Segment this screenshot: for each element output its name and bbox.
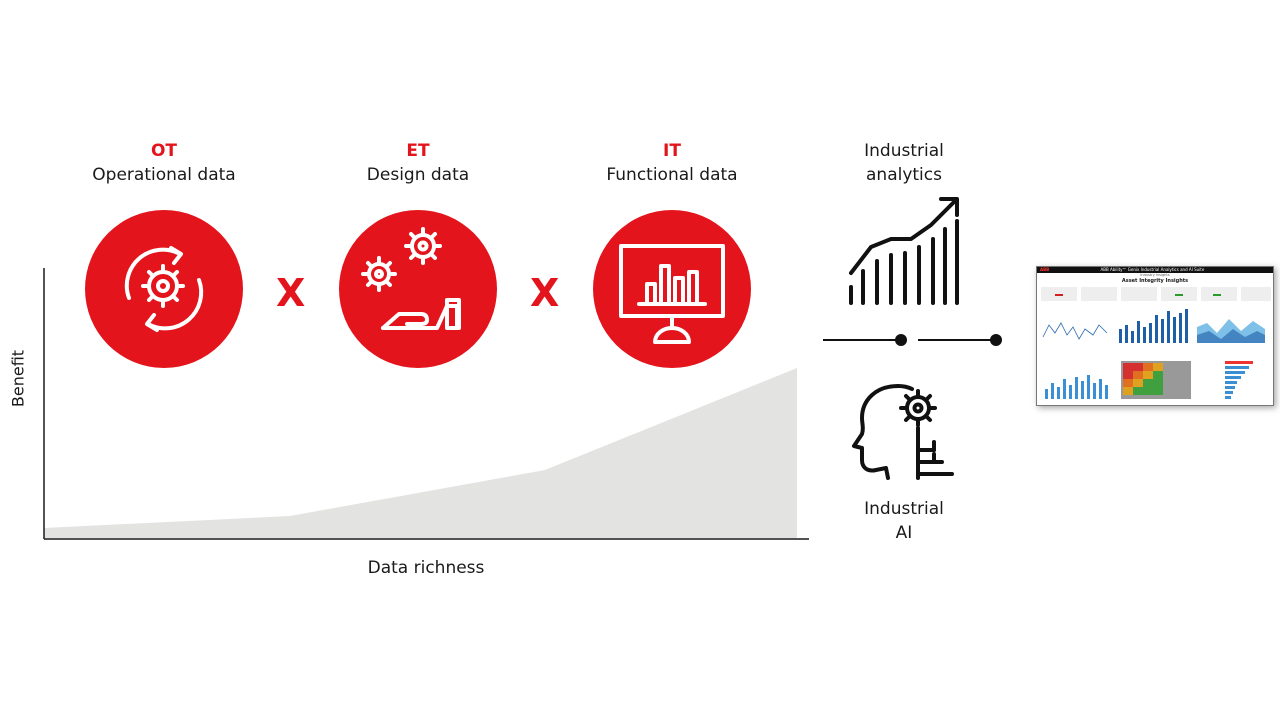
- it-label-group: IT Functional data: [562, 139, 782, 187]
- ai-label: Industrial AI: [828, 497, 980, 545]
- gear-cycle-icon: [124, 246, 204, 332]
- monitor-chart-icon: [619, 244, 725, 344]
- ai-label-line2: AI: [895, 523, 913, 543]
- dashboard-thumbnail: ABB ABB Ability™ Genix Industrial Analyt…: [1036, 266, 1274, 406]
- ot-tag: OT: [150, 141, 178, 161]
- dashboard-title: Asset Integrity Insights: [1121, 278, 1189, 284]
- y-axis-label: Benefit: [8, 349, 28, 408]
- x-axis-label: Data richness: [367, 558, 485, 578]
- ot-label-group: OT Operational data: [54, 139, 274, 187]
- et-tag: ET: [406, 141, 430, 161]
- ot-label: Operational data: [92, 165, 236, 185]
- rising-bar-chart-icon: [849, 197, 959, 305]
- connector-line: [823, 334, 1002, 346]
- et-label-group: ET Design data: [308, 139, 528, 187]
- dashboard-brand: ABB: [1040, 267, 1050, 272]
- it-circle: [593, 210, 751, 368]
- ai-label-line1: Industrial: [864, 499, 944, 519]
- analytics-label-line1: Industrial: [864, 141, 944, 161]
- multiply-sign-2: X: [530, 271, 560, 315]
- it-label: Functional data: [606, 165, 738, 185]
- analytics-label-line2: analytics: [866, 165, 942, 185]
- dashboard-suite: ABB Ability™ Genix Industrial Analytics …: [1100, 267, 1205, 272]
- dashboard-panels: [1041, 287, 1271, 399]
- et-circle: [339, 210, 497, 368]
- benefit-area: [44, 368, 797, 538]
- it-tag: IT: [663, 141, 681, 161]
- gears-hand-icon: [361, 227, 461, 330]
- et-label: Design data: [366, 165, 470, 185]
- dashboard-titlebar: ABB ABB Ability™ Genix Industrial Analyt…: [1037, 267, 1273, 273]
- ot-circle: [85, 210, 243, 368]
- analytics-label: Industrial analytics: [828, 139, 980, 187]
- multiply-sign-1: X: [276, 271, 306, 315]
- dashboard-subtitle: Industry Insights: [1140, 273, 1170, 277]
- ai-head-icon: [852, 384, 954, 480]
